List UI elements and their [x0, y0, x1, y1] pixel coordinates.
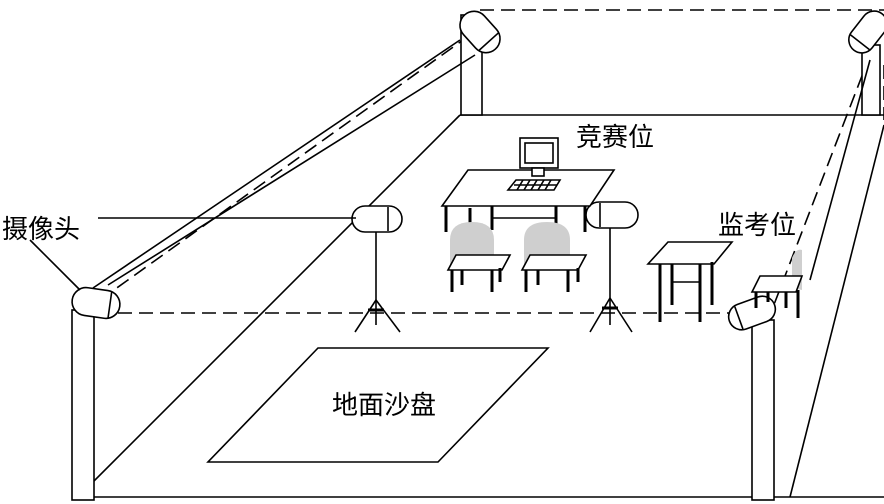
- keyboard-icon: [506, 179, 562, 191]
- competition-label: 竞赛位: [576, 123, 654, 153]
- sand-table-outline: [206, 347, 550, 463]
- camera-icon-front-right: [727, 295, 777, 331]
- coverage-solid-lines: [92, 39, 871, 289]
- camera-label: 摄像头: [2, 215, 80, 245]
- coverage-dashed-lines: [99, 9, 884, 316]
- camera-label-pointers: [29, 217, 356, 291]
- proctor-label: 监考位: [718, 211, 796, 241]
- chair-right: [520, 222, 588, 292]
- room-outline: [79, 114, 884, 498]
- proctor-chair: [750, 249, 804, 318]
- sandtable-label: 地面沙盘: [332, 391, 436, 421]
- pillar-front-left: [71, 309, 95, 501]
- camera-icon-front-left: [71, 286, 121, 320]
- camera-icon-back-right: [848, 10, 884, 54]
- pillar-front-right: [751, 319, 775, 501]
- tripod-camera-left: [351, 205, 403, 333]
- computer-monitor-icon: [519, 137, 559, 177]
- chair-left: [446, 222, 512, 292]
- proctor-table: [646, 241, 734, 322]
- camera-icon-back-left: [459, 10, 501, 54]
